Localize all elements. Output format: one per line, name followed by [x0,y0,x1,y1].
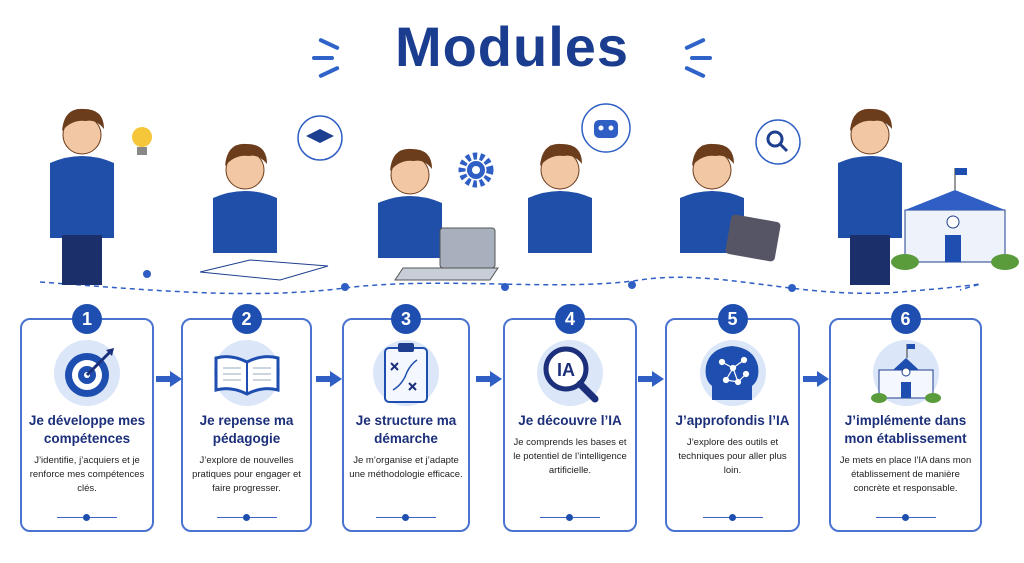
arrow-right-icon [476,371,502,387]
open-book-icon [213,340,280,406]
dashed-journey-path [39,276,982,295]
learner-journey-illustration [39,103,1019,295]
sparkle-decoration [690,56,712,60]
student-figure-3 [378,148,442,258]
slider-divider [540,514,600,520]
arrow-right-icon [638,371,664,387]
module-text: Je repense ma pédagogie J’explore de nou… [187,412,306,506]
student-figure-2 [213,143,277,253]
arrow-right-icon [316,371,342,387]
lightbulb-icon [132,127,152,155]
brain-network-icon [699,340,766,406]
module-number-badge: 3 [391,304,421,334]
module-title: J’approfondis l’IA [675,413,790,428]
slider-divider [702,514,763,520]
module-number-badge: 6 [890,304,921,334]
clipboard-strategy-icon [373,340,439,406]
student-figure-1 [50,108,114,285]
module-number-badge: 4 [555,304,585,334]
module-title: Je structure ma démarche [355,413,457,446]
module-description: J’explore des outils et techniques pour … [678,437,787,476]
target-icon [54,340,120,406]
module-number-badge: 2 [231,304,262,334]
arrow-right-icon [156,371,182,387]
module-title: J’implémente dans mon établissement [844,413,967,446]
laptop-icon [394,227,499,281]
ia-icon-label: IA [557,360,575,380]
slider-divider [875,514,936,520]
tablet-icon [725,214,781,262]
slider-divider [216,514,277,520]
graduation-cap-bubble-icon [297,115,343,161]
module-text: Je développe mes compétences J’identifie… [26,412,148,506]
module-text: Je découvre l’IA Je comprends les bases … [509,412,631,506]
arrow-right-icon [803,371,829,387]
robot-bubble-icon [581,103,631,153]
module-card-3[interactable]: 3 Je structure ma démarche Je m’organise… [342,304,470,532]
student-figure-4 [528,143,592,253]
sparkle-decoration [312,56,334,60]
module-number-badge: 5 [717,304,748,334]
module-description: Je comprends les bases et le potentiel d… [513,437,627,476]
module-description: J’identifie, j’acquiers et je renforce m… [29,455,145,494]
module-title: Je développe mes compétences [28,413,146,446]
path-dots [143,270,796,292]
module-text: Je structure ma démarche Je m’organise e… [348,412,464,506]
ia-magnifier-icon: IA [537,340,603,406]
slider-divider [57,514,117,520]
module-text: J’approfondis l’IA J’explore des outils … [671,412,794,506]
module-title: Je découvre l’IA [518,413,622,428]
module-title: Je repense ma pédagogie [199,413,294,446]
module-card-2[interactable]: 2 Je repense ma pédagogie J’explore de n… [181,304,312,532]
magnifier-bubble-icon [755,119,801,165]
module-description: Je mets en place l’IA dans mon établisse… [839,455,972,494]
school-building-icon [870,340,941,406]
student-figure-6 [838,108,902,285]
module-description: Je m’organise et j’adapte une méthodolog… [349,455,463,480]
gear-icon [458,152,494,188]
page-title: Modules [394,15,630,78]
module-number-badge: 1 [72,304,102,334]
open-notebook [199,259,329,281]
module-card-6[interactable]: 6 J’implémente dans mon établissement Je… [829,304,982,532]
module-card-5[interactable]: 5 J’approfondis l’IA J’explore des outil… [665,304,800,532]
module-description: J’explore de nouvelles pratiques pour en… [192,455,301,494]
module-text: J’implémente dans mon établissement Je m… [835,412,976,506]
module-card-1[interactable]: 1 Je développe mes compétences J’identif… [20,304,154,532]
slider-divider [376,514,436,520]
school-building-illustration [891,168,1019,270]
module-card-4[interactable]: 4 IA Je découvre l’IA Je comprends les b… [503,304,637,532]
